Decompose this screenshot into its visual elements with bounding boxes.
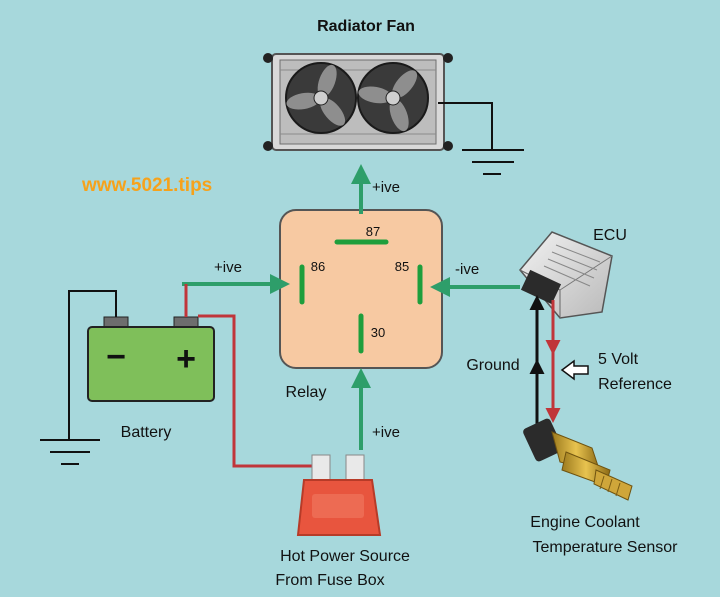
relay-pins xyxy=(299,239,423,354)
pin-87-label: 87 xyxy=(366,224,380,239)
reference-label-line1: 5 Volt xyxy=(598,351,639,368)
battery-ground-icon xyxy=(40,439,100,465)
fuse-label-line2: From Fuse Box xyxy=(275,572,384,589)
ground-label: Ground xyxy=(466,357,519,374)
pin-30-label: 30 xyxy=(371,325,385,340)
ecu-negative-label: -ive xyxy=(455,261,479,278)
fuse-positive-label: +ive xyxy=(372,424,400,441)
battery-icon xyxy=(87,316,215,402)
fuse-label-line1: Hot Power Source xyxy=(280,548,410,565)
battery-ground-wire xyxy=(68,290,117,440)
watermark-text: www.5021.tips xyxy=(81,175,212,196)
fuse-icon xyxy=(296,454,382,536)
battery-label: Battery xyxy=(121,424,172,441)
battery-positive-wire-to-fuse xyxy=(198,314,318,468)
radiator-fan-icon xyxy=(263,53,453,151)
fan-ground-icon xyxy=(462,149,524,175)
ecu-label: ECU xyxy=(593,227,627,244)
battery-positive-label: +ive xyxy=(214,259,242,276)
sensor-label-line2: Temperature Sensor xyxy=(533,539,679,556)
fan-ground-wire xyxy=(438,102,493,150)
pin-86-label: 86 xyxy=(311,259,325,274)
coolant-sensor-icon xyxy=(523,418,633,501)
ecu-icon xyxy=(519,231,613,319)
reference-pointer-icon xyxy=(560,359,589,381)
sensor-label-line1: Engine Coolant xyxy=(530,514,640,531)
fan-positive-label: +ive xyxy=(372,179,400,196)
relay-label: Relay xyxy=(286,384,327,401)
battery-plus-sign: + xyxy=(176,340,196,378)
pin-85-label: 85 xyxy=(395,259,409,274)
battery-minus-sign: − xyxy=(106,338,126,376)
reference-label-line2: Reference xyxy=(598,376,672,393)
radiator-fan-title: Radiator Fan xyxy=(317,18,415,35)
